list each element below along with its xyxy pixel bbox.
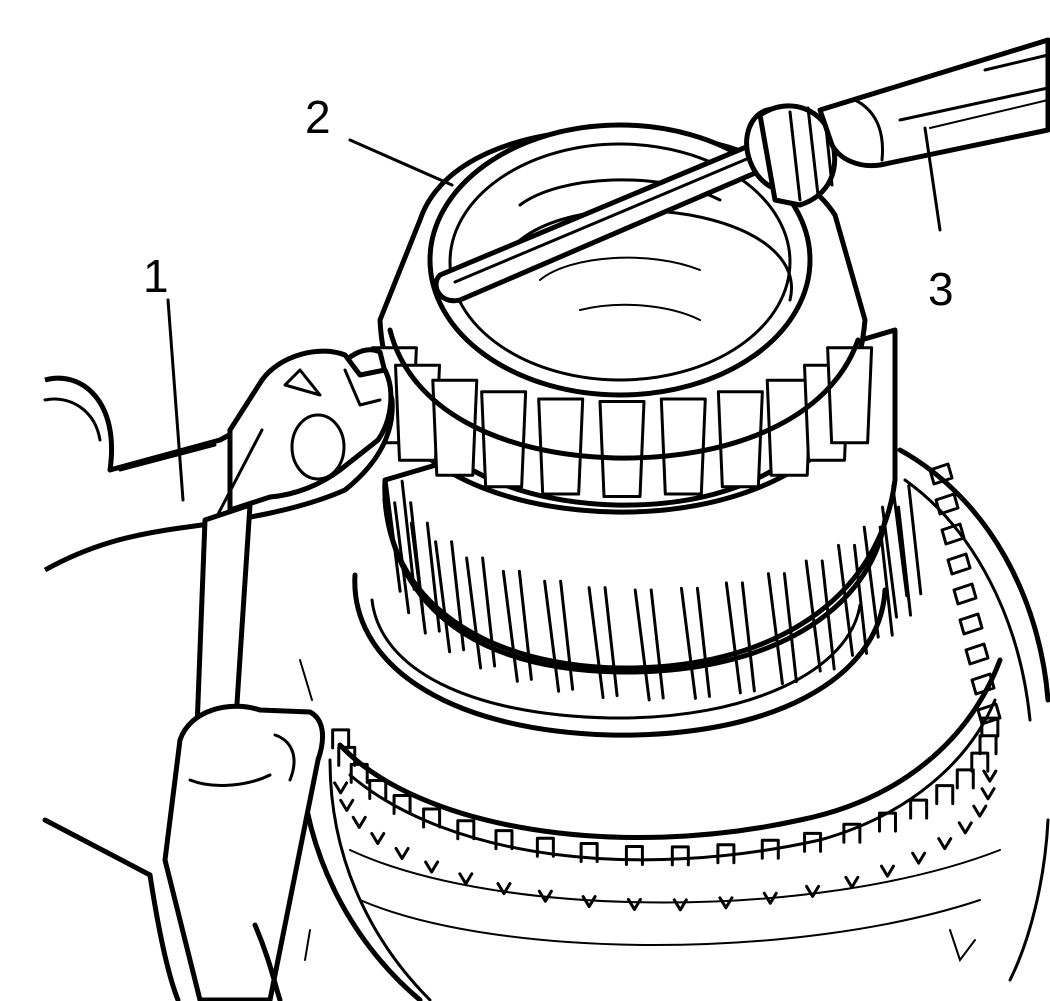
bearing-roller xyxy=(765,378,813,477)
transmission-housing xyxy=(297,447,1050,1001)
synchronizer-ring xyxy=(331,462,1003,912)
callout-3: 3 xyxy=(928,263,954,315)
leader-line-2 xyxy=(348,138,454,187)
bearing-roller xyxy=(431,378,479,477)
leader-line-1 xyxy=(166,298,185,502)
gear-hub xyxy=(352,572,888,738)
callout-1: 1 xyxy=(143,250,169,302)
leader-line-3 xyxy=(923,126,942,232)
bearing-roller xyxy=(537,397,585,496)
screwdriver xyxy=(433,37,1050,304)
bearing-roller xyxy=(598,400,646,498)
bearing-puller-tool xyxy=(42,347,395,1001)
callout-2: 2 xyxy=(305,91,331,143)
leader-lines xyxy=(166,126,942,502)
bearing-roller xyxy=(659,397,707,496)
